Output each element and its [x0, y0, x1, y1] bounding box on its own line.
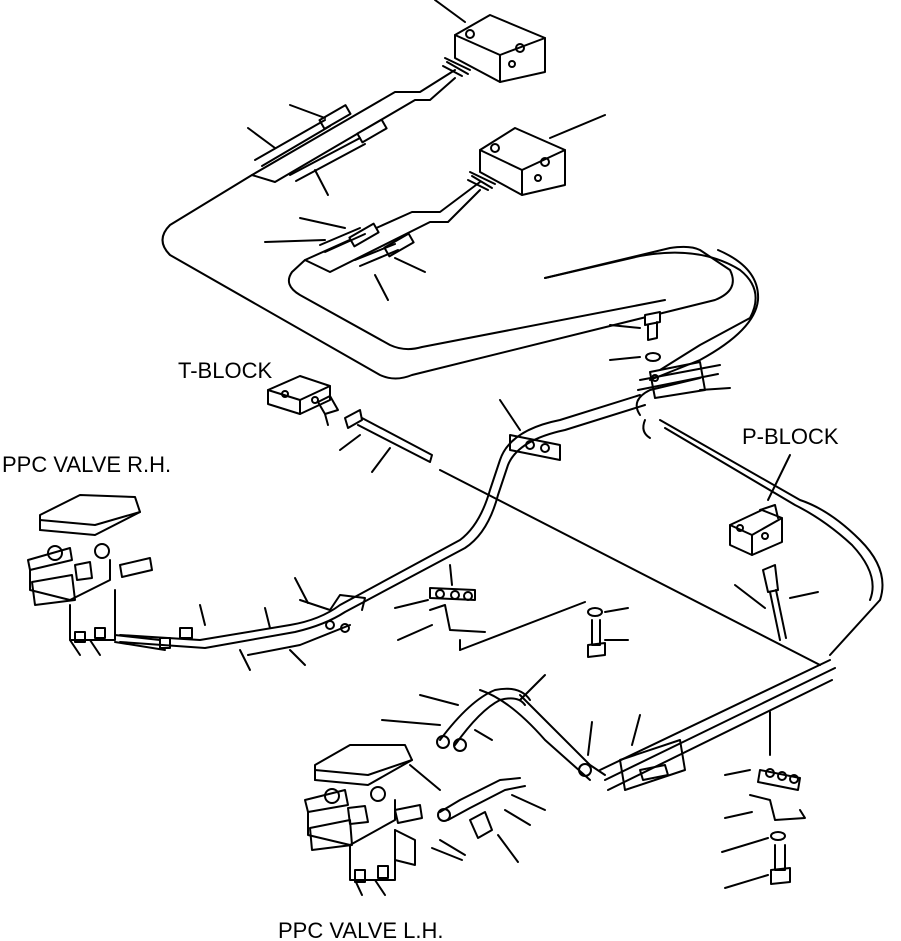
fitting-chain-1 [248, 70, 455, 195]
clamp-cluster-mid [500, 400, 560, 460]
upper-valve-block-2 [468, 115, 605, 195]
ppc-valve-rh [28, 495, 270, 655]
bracket-assembly-center [395, 565, 628, 657]
ppc-valve-rh-label: PPC VALVE R.H. [2, 452, 171, 477]
t-block [268, 376, 432, 472]
upper-hose-loop [163, 175, 759, 380]
ppc-valve-lh [305, 745, 462, 895]
upper-valve-block-1 [435, 0, 545, 82]
ppc-valve-lh-label: PPC VALVE L.H. [278, 918, 443, 941]
bolt-upper [610, 312, 660, 361]
clamp-cluster-upper [637, 362, 730, 438]
clamp-cluster-left [240, 578, 365, 670]
t-block-label: T-BLOCK [178, 358, 272, 383]
p-block [730, 455, 818, 640]
p-block-label: P-BLOCK [742, 424, 839, 449]
fitting-chain-2 [265, 182, 480, 300]
main-hose-bundle [120, 395, 883, 665]
bracket-assembly-right [722, 712, 805, 888]
lower-valve-hoses [382, 689, 545, 862]
lower-hose-bundle [480, 660, 835, 790]
